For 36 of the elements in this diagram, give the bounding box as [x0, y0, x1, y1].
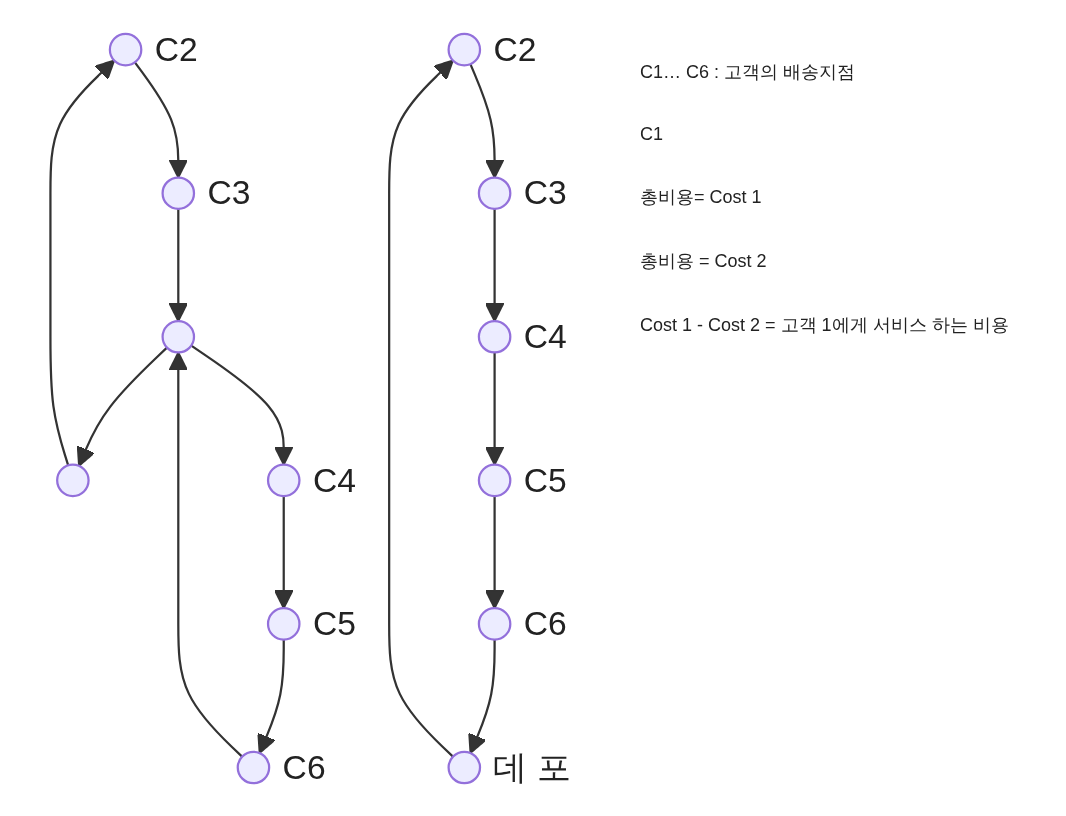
node-circle	[266, 463, 301, 498]
note-text: 총비용= Cost 1	[640, 186, 763, 209]
node-circle	[477, 607, 512, 641]
point-label: C6	[523, 605, 567, 643]
note-text: Cost 1 - Cost 2 = 고객 1에게 서비스 하는 비용	[640, 314, 1010, 337]
note-text: C1	[640, 124, 664, 145]
node-circle	[56, 463, 90, 498]
arrow	[168, 208, 189, 322]
point-label: C2	[493, 30, 537, 68]
arrow	[49, 59, 116, 466]
point-label: C6	[282, 748, 326, 786]
point-label: C5	[312, 605, 356, 643]
arrow	[257, 639, 285, 754]
point-label: C3	[523, 174, 567, 212]
node-circle	[477, 319, 512, 354]
point-label: C4	[312, 461, 356, 499]
note-text: 총비용 = Cost 2	[640, 250, 768, 273]
node-circle	[161, 176, 196, 211]
point-label: C5	[523, 461, 567, 499]
node-circle	[161, 319, 196, 354]
node-circle	[108, 32, 143, 67]
arrow	[484, 208, 505, 322]
node-circle	[236, 750, 271, 785]
arrow	[388, 59, 454, 758]
node-circle	[477, 176, 512, 211]
point-label: C3	[207, 174, 251, 212]
arrow	[76, 346, 168, 467]
point-label: C4	[523, 318, 567, 355]
note-text: C1… C6 : 고객의 배송지점	[640, 61, 857, 84]
node-circle	[447, 750, 482, 785]
point-label: C2	[154, 30, 198, 68]
node-circle	[447, 32, 482, 67]
arrow	[468, 639, 496, 754]
point-label: 데 포	[493, 748, 571, 786]
node-circle	[266, 607, 301, 641]
node-circle	[477, 463, 512, 498]
